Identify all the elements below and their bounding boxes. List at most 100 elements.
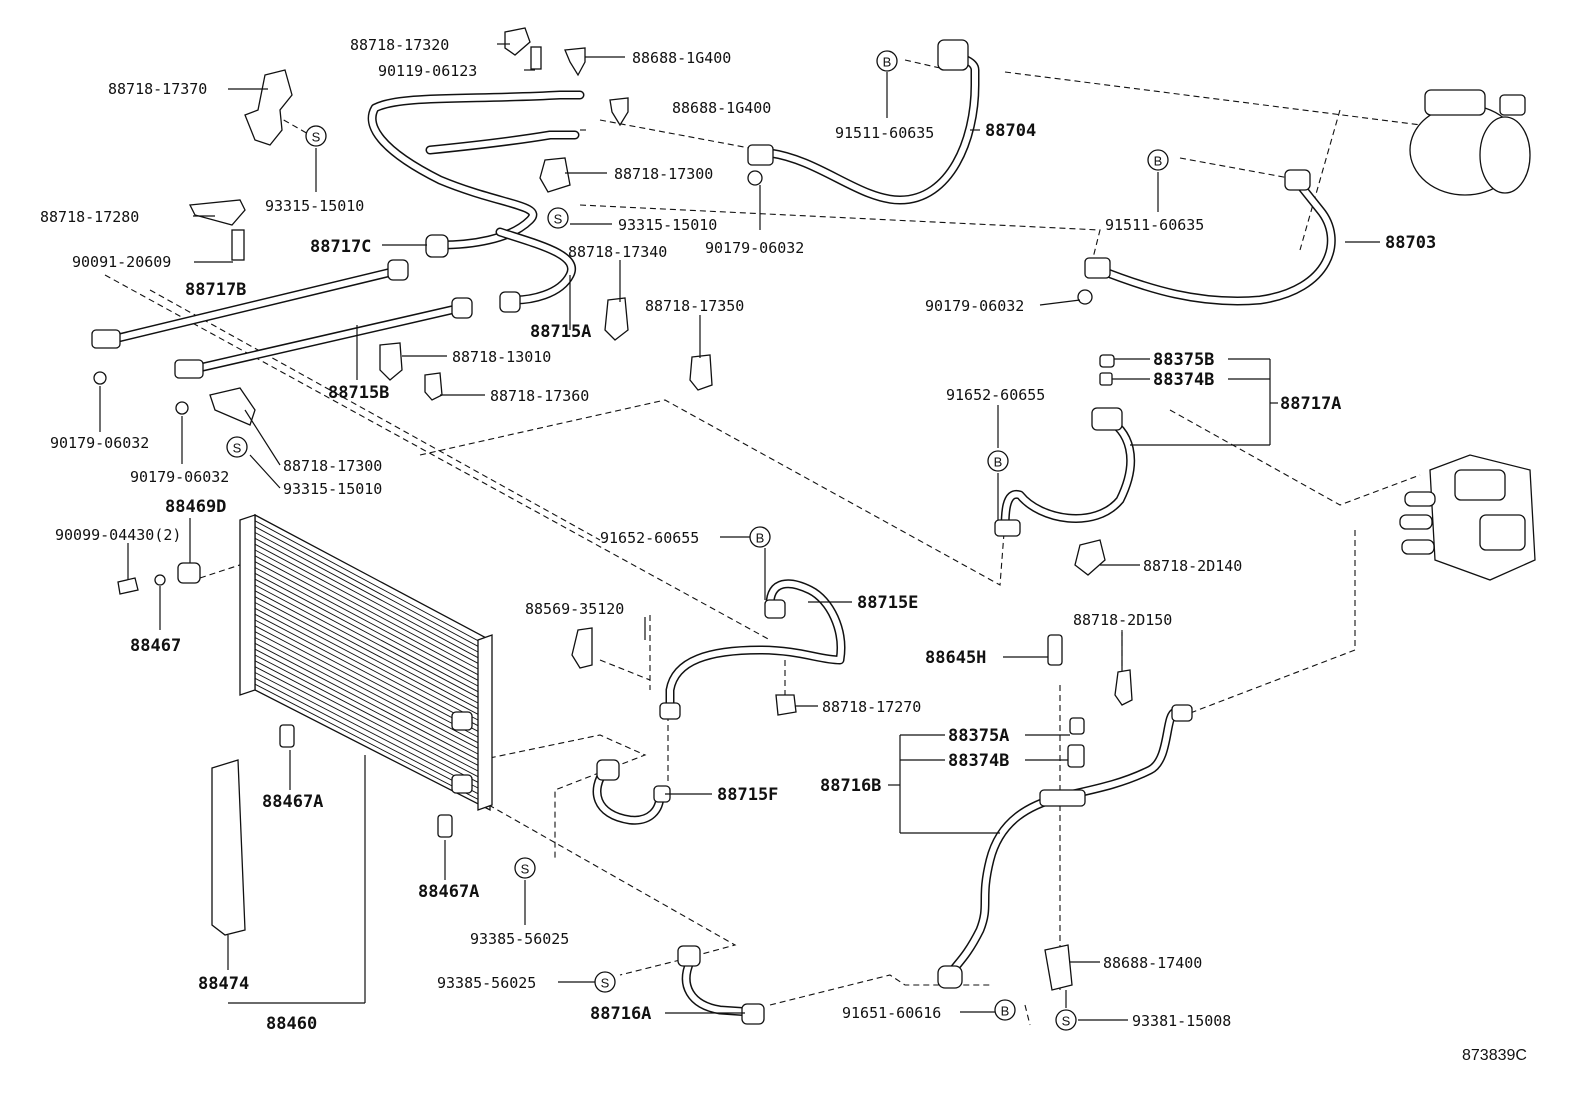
condenser-fin	[254, 537, 479, 659]
condenser-fin	[254, 596, 479, 715]
condenser-fin	[254, 602, 479, 721]
condenser-fin	[254, 549, 479, 670]
part-label: 88718-17300	[283, 457, 382, 475]
marker-s: S	[594, 971, 616, 993]
condenser-fin	[254, 578, 479, 698]
part-label: 88688-1G400	[632, 49, 731, 67]
svg-text:B: B	[994, 455, 1003, 470]
part-label: 88688-1G400	[672, 99, 771, 117]
part-label: 88718-17320	[350, 36, 449, 54]
part-label: 88645H	[925, 648, 986, 668]
part-label: 88375A	[948, 726, 1009, 746]
part-label: 88716A	[590, 1004, 651, 1024]
part-label: 88718-17270	[822, 698, 921, 716]
part-label: 91652-60655	[600, 529, 699, 547]
part-labels: 88718-17320 90119-06123 88688-1G400 8868…	[40, 36, 1527, 1064]
part-label: 88688-17400	[1103, 954, 1202, 972]
part-label: 88718-2D140	[1143, 557, 1242, 575]
condenser-fin	[254, 660, 479, 778]
part-label: 88718-17350	[645, 297, 744, 315]
condenser-fin	[254, 561, 479, 681]
svg-text:B: B	[756, 531, 765, 546]
svg-text:S: S	[521, 862, 530, 877]
condenser-fin	[254, 625, 479, 744]
marker-s: S	[514, 857, 536, 879]
condenser-fin	[254, 677, 479, 795]
condenser-fin	[254, 613, 479, 732]
part-label: 90099-04430(2)	[55, 526, 181, 544]
part-label: 88715B	[328, 383, 389, 403]
condenser-fin	[254, 648, 479, 766]
part-label: 91652-60655	[946, 386, 1045, 404]
part-label: 93315-15010	[618, 216, 717, 234]
compressor	[1409, 89, 1531, 196]
marker-s: S	[1055, 1009, 1077, 1031]
part-label: 88717A	[1280, 394, 1341, 414]
part-label: 88375B	[1153, 350, 1214, 370]
marker-b: B	[994, 999, 1016, 1021]
part-label: 88717B	[185, 280, 246, 300]
marker-b: B	[876, 50, 898, 72]
part-label: 90179-06032	[925, 297, 1024, 315]
part-label: 88718-17360	[490, 387, 589, 405]
part-label: 91651-60616	[842, 1004, 941, 1022]
svg-text:S: S	[554, 212, 563, 227]
part-label: 88703	[1385, 233, 1436, 253]
part-label: 88467A	[418, 882, 479, 902]
part-label: 88715F	[717, 785, 778, 805]
part-label: 88716B	[820, 776, 881, 796]
condenser-fin	[254, 520, 479, 642]
part-label: 88374B	[1153, 370, 1214, 390]
part-label: 88467A	[262, 792, 323, 812]
part-label: 88718-17340	[568, 243, 667, 261]
part-label: 90179-06032	[705, 239, 804, 257]
symbol-markers: S S S S S S B B B B B	[226, 50, 1169, 1031]
part-label: 88374B	[948, 751, 1009, 771]
marker-b: B	[1147, 149, 1169, 171]
svg-text:S: S	[601, 976, 610, 991]
marker-s: S	[305, 125, 327, 147]
condenser-fin	[254, 631, 479, 749]
part-label: 93381-15008	[1132, 1012, 1231, 1030]
small-parts	[91, 27, 1311, 1025]
condenser-fin	[254, 572, 479, 693]
condenser-fin	[254, 567, 479, 687]
svg-text:B: B	[883, 55, 892, 70]
svg-text:S: S	[312, 130, 321, 145]
marker-b: B	[749, 526, 771, 548]
pipes	[105, 50, 1336, 1017]
condenser-fin	[254, 672, 479, 789]
evaporator-unit	[1399, 454, 1536, 581]
part-label: 91511-60635	[1105, 216, 1204, 234]
marker-s: S	[226, 436, 248, 458]
condenser-fin	[254, 654, 479, 772]
condenser-fin	[254, 637, 479, 755]
part-label: 90179-06032	[50, 434, 149, 452]
part-label: 88718-17370	[108, 80, 207, 98]
diagram-reference-number: 873839C	[1462, 1047, 1527, 1064]
part-label: 90091-20609	[72, 253, 171, 271]
part-label: 90119-06123	[378, 62, 477, 80]
condenser-88460	[239, 513, 493, 812]
condenser-fin	[254, 683, 479, 800]
part-label: 93315-15010	[283, 480, 382, 498]
part-label: 88717C	[310, 237, 371, 257]
condenser-fin	[254, 584, 479, 704]
part-label: 88704	[985, 121, 1036, 141]
condenser-fin	[254, 532, 479, 653]
svg-text:S: S	[233, 441, 242, 456]
part-label: 90179-06032	[130, 468, 229, 486]
svg-text:B: B	[1001, 1004, 1010, 1019]
condenser-fin	[254, 555, 479, 676]
part-label: 88469D	[165, 497, 226, 517]
condenser-fin	[254, 543, 479, 664]
part-label: 88718-17300	[614, 165, 713, 183]
svg-text:B: B	[1154, 154, 1163, 169]
part-label: 93315-15010	[265, 197, 364, 215]
part-label: 91511-60635	[835, 124, 934, 142]
condenser-fin	[254, 526, 479, 647]
part-label: 88718-13010	[452, 348, 551, 366]
marker-s: S	[547, 207, 569, 229]
condenser-fin	[254, 619, 479, 738]
